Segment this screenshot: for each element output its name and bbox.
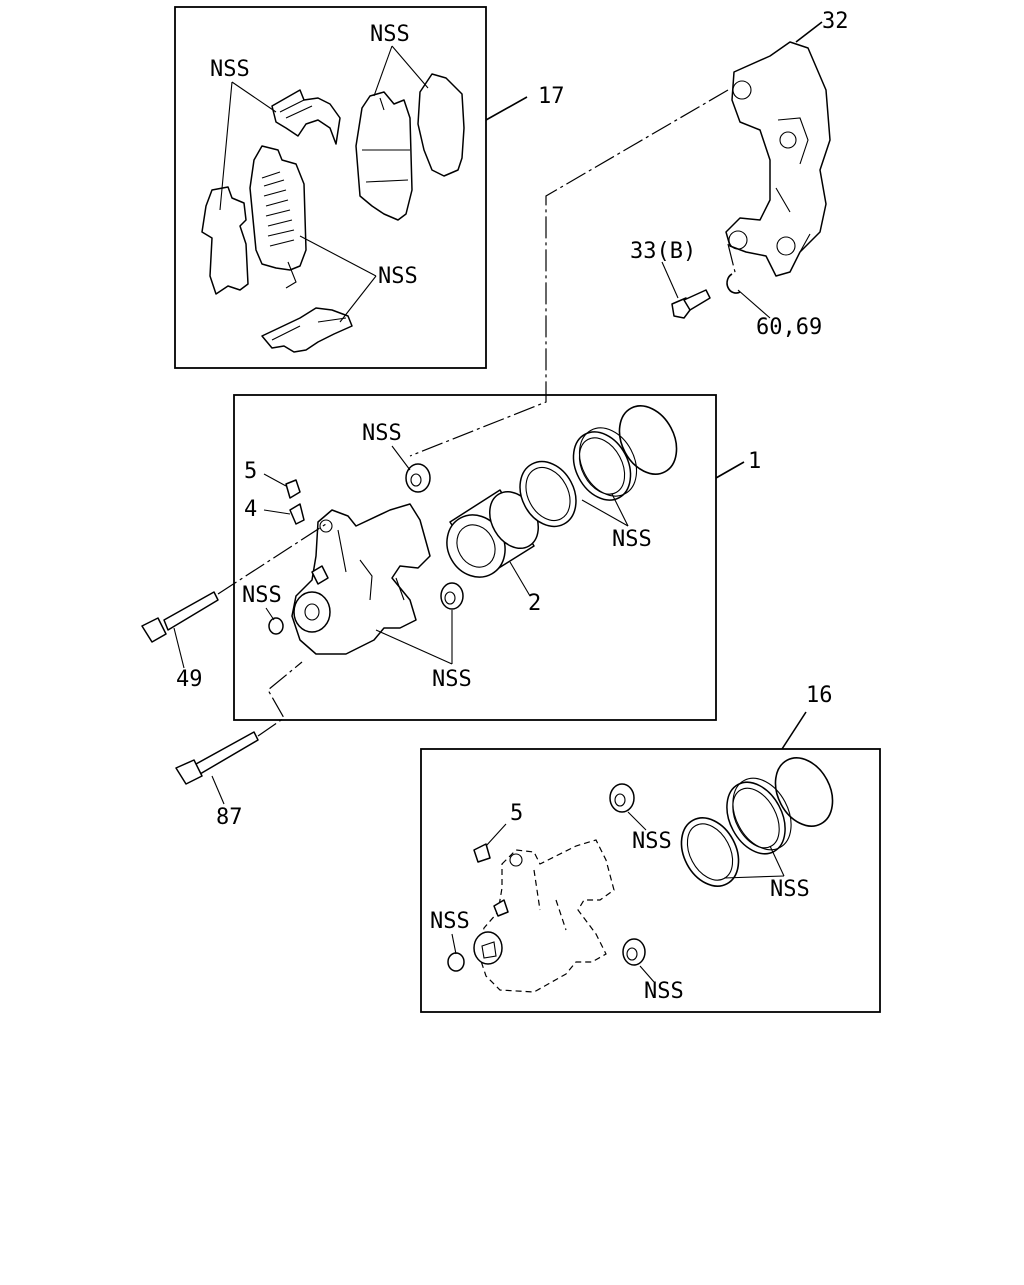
label-1: 1 (748, 449, 761, 474)
pad-clip-upper (271, 89, 341, 145)
label-4: 4 (244, 497, 257, 522)
caliper-box: 1 2 (233, 394, 761, 721)
label-87: 87 (216, 805, 243, 830)
pad-clip-lower (261, 307, 353, 353)
pad-slots (261, 171, 295, 247)
label-5: 5 (244, 459, 257, 484)
bleeder-cap-kit (473, 843, 491, 863)
label-2: 2 (528, 591, 541, 616)
bleeder-cap (285, 479, 301, 499)
label-33b: 33(B) (630, 239, 696, 264)
label-60-69: 60,69 (756, 315, 822, 340)
caliper-bracket: 32 (725, 9, 849, 277)
nss-label: NSS (612, 527, 652, 552)
nss-label: NSS (378, 264, 418, 289)
outer-pad (355, 91, 413, 221)
nss-label: NSS (644, 979, 684, 1004)
inner-pad (249, 145, 307, 271)
nss-label: NSS (242, 583, 282, 608)
label-17: 17 (538, 84, 565, 109)
washer-60-69: 60,69 (726, 273, 822, 340)
bushing-upper (405, 463, 431, 493)
bolt-33b: 33(B) (630, 239, 711, 319)
piston: 2 (446, 489, 541, 616)
label-32: 32 (822, 9, 849, 34)
label-16: 16 (806, 683, 833, 708)
nss-label: NSS (370, 22, 410, 47)
nss-label: NSS (210, 57, 250, 82)
guide-pin-49: 49 (141, 591, 219, 692)
label-49: 49 (176, 667, 203, 692)
bracket-32 (725, 41, 831, 277)
pad-kit-box: 17 NSS NSS NSS (174, 6, 565, 369)
seal-kit-box: 16 5 NSS NSS NSS NSS (420, 683, 881, 1013)
nss-label: NSS (632, 829, 672, 854)
nss-label: NSS (430, 909, 470, 934)
guide-pin-87: 87 (175, 731, 259, 830)
shim-right (417, 73, 465, 177)
bushing-lower (440, 582, 464, 610)
bleeder-screw (289, 503, 305, 525)
nss-label: NSS (770, 877, 810, 902)
nss-label: NSS (362, 421, 402, 446)
nss-label: NSS (432, 667, 472, 692)
shim-left (201, 186, 249, 295)
label-5-kit: 5 (510, 801, 523, 826)
